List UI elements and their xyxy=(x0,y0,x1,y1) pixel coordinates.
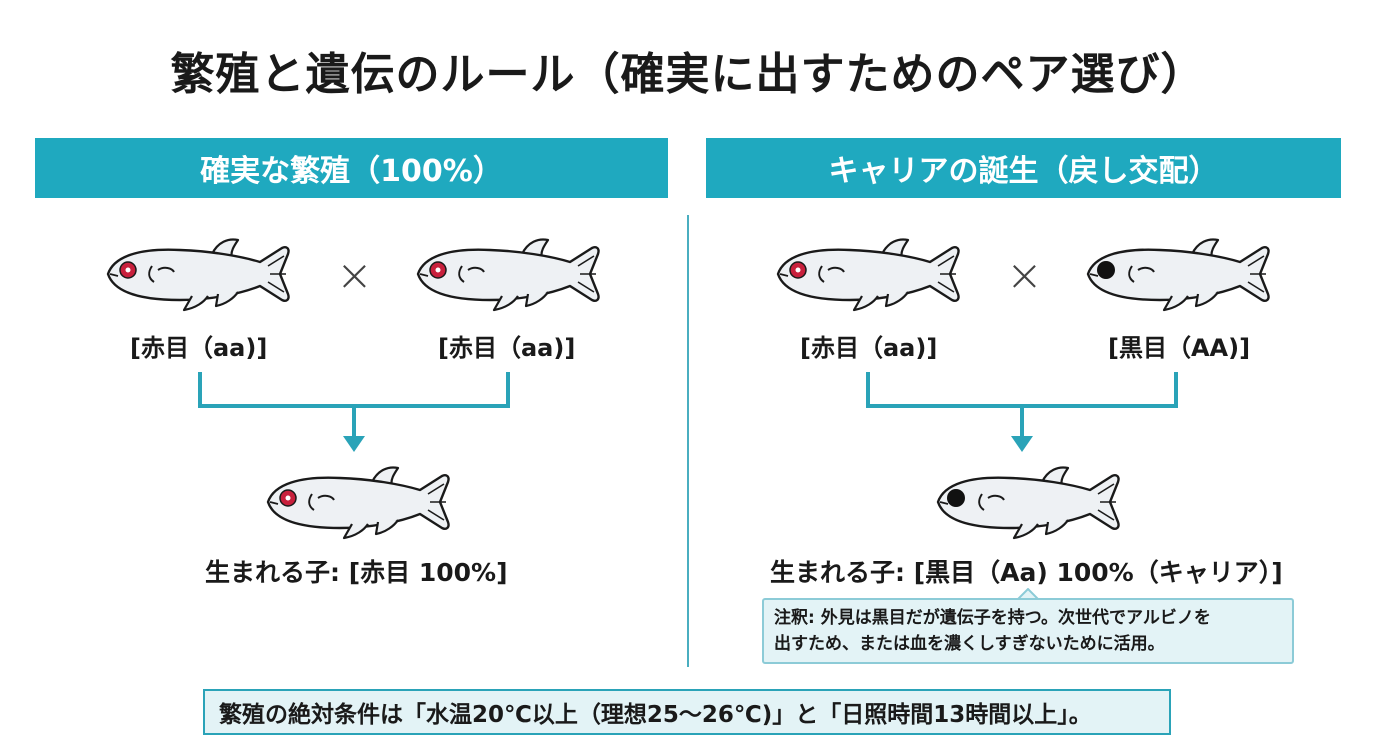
red-eye-fish-icon xyxy=(770,236,966,316)
red-eye-fish-icon xyxy=(410,236,606,316)
note-line: 注釈: 外見は黒目だが遺伝子を持つ。次世代でアルビノを xyxy=(774,608,1211,628)
panel-divider xyxy=(687,215,689,667)
right-cross-bracket xyxy=(866,372,1178,452)
right-offspring-label: 生まれる子: [黒目（Aa) 100%（キャリア）] xyxy=(770,558,1283,587)
right-parent1-label: [赤目（aa)] xyxy=(800,334,938,362)
carrier-note: 注釈: 外見は黒目だが遺伝子を持つ。次世代でアルビノを 出すため、または血を濃く… xyxy=(762,598,1294,664)
right-panel-header: キャリアの誕生（戻し交配） xyxy=(706,138,1341,198)
red-eye-fish-icon xyxy=(100,236,296,316)
left-parent1-label: [赤目（aa)] xyxy=(130,334,268,362)
note-line: 出すため、または血を濃くしすぎないために活用。 xyxy=(774,634,1165,654)
cross-symbol: × xyxy=(336,250,373,301)
left-cross-bracket xyxy=(198,372,510,452)
black-eye-offspring-fish-icon xyxy=(930,464,1126,544)
left-offspring-label: 生まれる子: [赤目 100%] xyxy=(205,558,508,587)
black-eye-fish-icon xyxy=(1080,236,1276,316)
left-parent2-label: [赤目（aa)] xyxy=(438,334,576,362)
right-parent2-label: [黒目（AA)] xyxy=(1108,334,1251,362)
left-panel-header: 確実な繁殖（100%） xyxy=(35,138,668,198)
breeding-condition-box: 繁殖の絶対条件は「水温20℃以上（理想25～26℃)」と「日照時間13時間以上」… xyxy=(203,689,1171,735)
red-eye-offspring-fish-icon xyxy=(260,464,456,544)
page-title: 繁殖と遺伝のルール（確実に出すためのペア選び） xyxy=(170,49,1206,100)
cross-symbol: × xyxy=(1006,250,1043,301)
